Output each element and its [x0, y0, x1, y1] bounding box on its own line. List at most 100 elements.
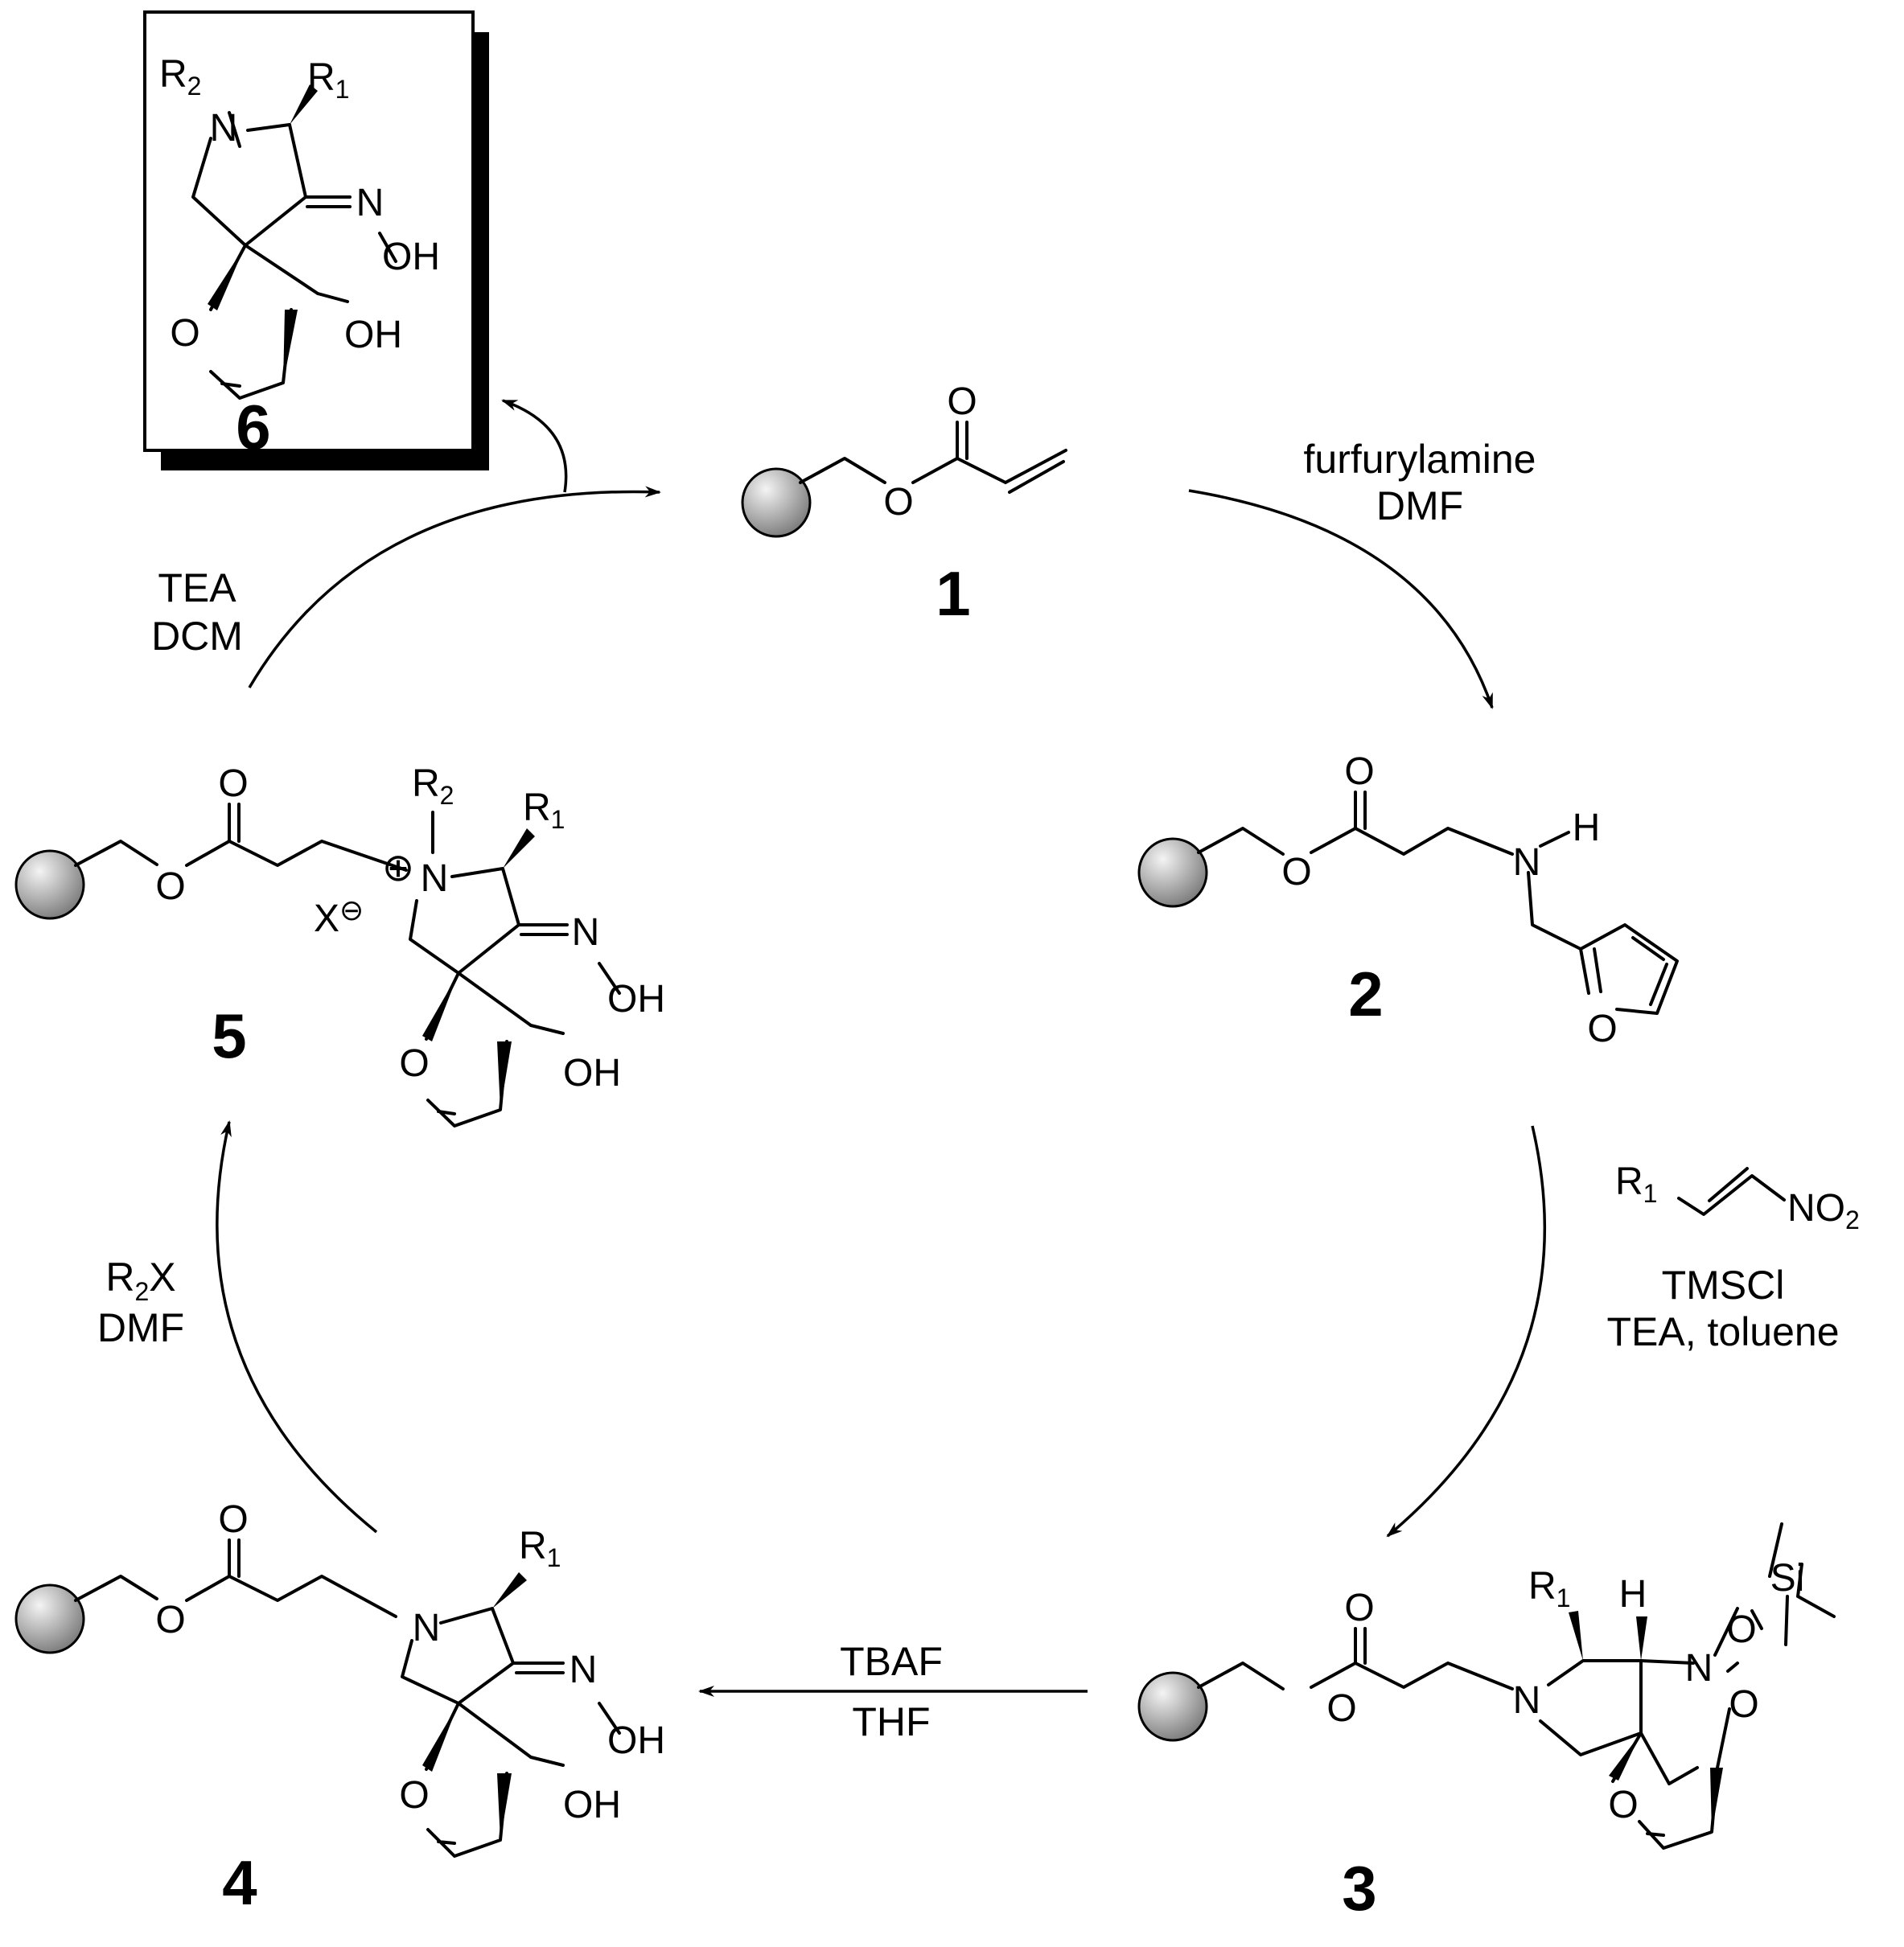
atom-o-carbonyl: O: [947, 380, 977, 423]
wedge-c3-r1: [1569, 1611, 1583, 1661]
arrow-4-to-5: [216, 1120, 378, 1534]
compound-6-number: 6: [236, 392, 270, 462]
atom-plus-charge: ⊕: [382, 847, 414, 889]
reagent-thf: THF: [852, 1699, 930, 1744]
compound-3-number: 3: [1342, 1853, 1376, 1924]
reagent-furfurylamine: furfurylamine: [1304, 437, 1536, 482]
atom-o-dihydrofuran: O: [1608, 1784, 1638, 1826]
reagent-step3: TBAF THF: [840, 1639, 943, 1744]
compound-2: O O N H O 2: [1137, 750, 1679, 1050]
wedge-c5-ring: [497, 1041, 512, 1110]
atom-o-silyloxy: O: [1726, 1608, 1756, 1651]
reagent-dmf-2: DMF: [97, 1305, 184, 1350]
compound-4: O O N R1 N OH O OH 4: [14, 1498, 665, 1918]
atom-n-isoxazolidine: N: [1685, 1647, 1713, 1690]
atom-n-oxime: N: [570, 1649, 598, 1691]
arrow-5-to-1: [248, 486, 661, 688]
atom-n-pyrrolidine: N: [413, 1607, 441, 1649]
arrow-1-to-2: [1188, 489, 1494, 709]
wedge-c5-o: [422, 973, 459, 1041]
compound-3: O O N R1 H N O O O Si 3: [1137, 1522, 1836, 1924]
atom-o-ester: O: [155, 1599, 185, 1641]
resin-bead-2: [1137, 837, 1208, 908]
atom-n-oxime: N: [572, 911, 600, 954]
atom-o-ester: O: [1281, 851, 1311, 893]
atom-o-ester: O: [883, 481, 913, 524]
wedge-c6-r1: [290, 84, 318, 125]
reagent-tmscl: TMSCl: [1662, 1263, 1785, 1308]
reagent-tea-toluene: TEA, toluene: [1606, 1309, 1839, 1354]
atom-o-carbonyl: O: [1344, 750, 1374, 793]
atom-oh-oxime: OH: [382, 236, 440, 278]
wedge-c3-ring: [1710, 1768, 1723, 1832]
atom-o-carbonyl: O: [218, 762, 248, 805]
atom-n-amine: N: [1513, 841, 1541, 884]
compound-2-bonds: [1197, 791, 1679, 1015]
reagent-step1: furfurylamine DMF: [1304, 437, 1536, 528]
atom-oh-oxime: OH: [607, 1719, 665, 1762]
atom-n-ammonium: N: [421, 857, 449, 900]
atom-h-bridge: H: [1619, 1573, 1647, 1616]
cycle-arrows: [216, 399, 1546, 1697]
reagent-step4: R2X DMF: [97, 1255, 184, 1350]
nitroalkene-r: R1: [1615, 1160, 1657, 1208]
wedge-c3-o: [1609, 1733, 1641, 1781]
atom-n-oxime: N: [356, 182, 385, 224]
reagent-step5: TEA DCM: [151, 565, 243, 659]
compound-1: O O 1: [741, 380, 1067, 629]
atom-oh-alcohol: OH: [344, 314, 402, 356]
wedge-c6-o: [208, 245, 245, 310]
nitroalkene-no2: NO2: [1787, 1187, 1860, 1234]
wedge-c4-r1: [492, 1572, 527, 1608]
reagent-tea: TEA: [158, 565, 236, 610]
atom-oh-alcohol: OH: [563, 1784, 621, 1826]
resin-bead-4: [14, 1583, 85, 1654]
resin-bead-5: [14, 849, 85, 920]
atom-h-amine: H: [1573, 807, 1601, 849]
atom-r2: R2: [412, 762, 454, 810]
atom-r1: R1: [307, 56, 349, 104]
atom-x-counterion: X⊖: [314, 893, 364, 940]
nitroalkene-bonds: [1677, 1167, 1786, 1216]
atom-o-isoxazolidine: O: [1729, 1683, 1758, 1726]
atom-r1: R1: [523, 787, 565, 834]
wedge-c4-ring: [497, 1773, 512, 1840]
atom-si: Si: [1770, 1557, 1805, 1600]
compound-2-number: 2: [1348, 959, 1383, 1029]
compound-1-bonds: [799, 421, 1067, 494]
compound-4-bonds: [74, 1538, 621, 1858]
arrow-release-6: [501, 399, 568, 493]
atom-o-furan: O: [1587, 1008, 1617, 1050]
atom-oh-alcohol: OH: [563, 1052, 621, 1095]
atom-o-carbonyl: O: [1344, 1587, 1374, 1629]
compound-4-number: 4: [222, 1847, 257, 1918]
reagent-dmf: DMF: [1376, 483, 1463, 528]
resin-bead-3: [1137, 1671, 1208, 1742]
compound-1-number: 1: [936, 558, 970, 629]
compound-5-bonds: [74, 803, 621, 1128]
reagent-step2: R1 NO2 TMSCl TEA, toluene: [1606, 1160, 1859, 1354]
compound-5: O O N ⊕ R2 R1 X⊖ N OH O OH 5: [14, 762, 665, 1128]
product-box: [143, 10, 475, 452]
wedge-c3-h: [1636, 1616, 1647, 1661]
atom-o-dihydrofuran: O: [399, 1042, 429, 1085]
atom-o-dihydrofuran: O: [399, 1774, 429, 1817]
wedge-c6-ring: [283, 310, 298, 383]
compound-5-number: 5: [212, 1000, 246, 1071]
atom-r2: R2: [159, 53, 201, 101]
atom-o-carbonyl: O: [218, 1498, 248, 1541]
wedge-c5-r1: [503, 828, 535, 869]
wedge-c4-o: [422, 1703, 459, 1772]
atom-n-pyrrolidine: N: [210, 107, 238, 150]
arrow-2-to-3: [1386, 1125, 1546, 1538]
atom-o-ester: O: [1326, 1687, 1356, 1730]
atom-r1: R1: [1528, 1565, 1570, 1612]
atom-oh-oxime: OH: [607, 978, 665, 1021]
reagent-tbaf: TBAF: [840, 1639, 943, 1684]
atom-o-dihydrofuran: O: [170, 312, 199, 355]
reagent-r2x: R2X: [105, 1255, 175, 1306]
compound-3-bonds: [1197, 1522, 1836, 1850]
resin-bead-1: [741, 467, 812, 538]
reagent-dcm: DCM: [151, 614, 243, 659]
